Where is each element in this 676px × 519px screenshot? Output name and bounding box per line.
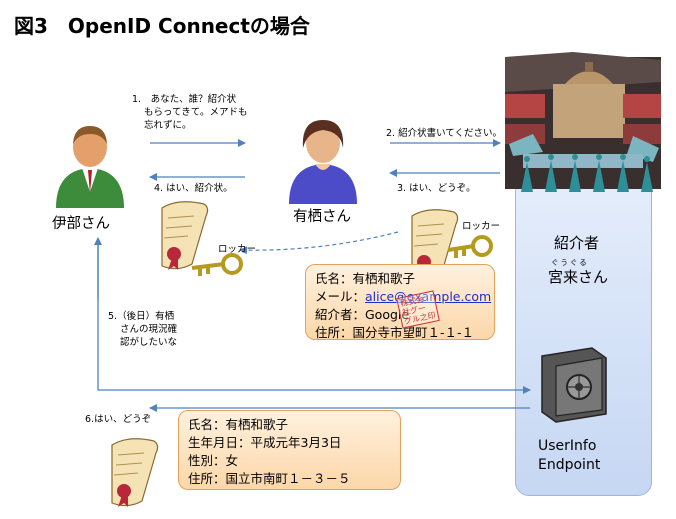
locker-label-left: ロッカー [218,244,257,255]
introducer-role: 紹介者 [554,234,600,252]
safe-icon [541,347,607,423]
step3-text: 3. はい、どうぞ。 [397,183,476,194]
scroll-icon [111,438,159,507]
step4-text: 4. はい、紹介状。 [154,183,233,194]
endpoint-line: UserInfo [538,438,597,454]
userinfo-endpoint-label: UserInfo Endpoint [538,437,600,475]
card1-name: 氏名：有栖和歌子 [315,271,416,286]
card1-mail: メール：alice@example.com [315,288,491,306]
arrow-locker-transfer [239,231,399,255]
ibe-person-icon [56,126,124,208]
arisu-person-icon [289,120,357,204]
step5-line: 5.（後日）有栖 [108,311,175,322]
locker-label-right: ロッカー [462,221,501,232]
step5-line: 認がしたいな [120,337,178,348]
id-card-callout: 氏名：有栖和歌子 メール：alice@example.com 紹介者：Googl… [305,264,495,340]
step1-text: 1. あなた、誰？紹介状 もらってきて。メアドも 忘れずに。 [132,93,247,132]
introducer-panel [515,178,652,496]
step2-text: 2. 紹介状書いてください。 [386,128,503,139]
card2-gender: 性別：女 [188,453,239,468]
step1-line: もらってきて。メアドも [144,107,248,118]
step5-line: さんの現況確 [120,324,178,335]
ibe-label: 伊部さん [52,216,110,232]
diagram-title: 図3 OpenID Connectの場合 [14,14,310,38]
building-image [505,52,661,192]
introducer-name: 宮来さん [548,268,609,286]
step6-text: 6.はい、どうぞ [85,414,152,425]
userinfo-callout: 氏名：有栖和歌子 生年月日：平成元年3月3日 性別：女 住所：国立市南町１－３－… [178,410,401,490]
step5-text: 5.（後日）有栖 さんの現況確 認がしたいな [108,310,177,349]
card1-address: 住所：国分寺市望町１-１-１ [315,325,475,340]
card2-address: 住所：国立市南町１－３－５ [188,471,351,486]
card1-mail-label: メール： [315,289,366,304]
scroll-key-icon [411,209,493,278]
endpoint-line: Endpoint [538,457,601,473]
card1-introducer: 紹介者：Google [315,307,410,322]
introducer-ruby: ぐうぐる [551,258,589,267]
arisu-label: 有栖さん [293,209,351,225]
card2-name: 氏名：有栖和歌子 [188,417,289,432]
step1-line: 1. あなた、誰？紹介状 [132,94,237,105]
scroll-key-icon [161,201,243,276]
card2-birth: 生年月日：平成元年3月3日 [188,435,342,450]
card1-mail-link[interactable]: alice@example.com [365,289,492,304]
step1-line: 忘れずに。 [144,120,192,131]
